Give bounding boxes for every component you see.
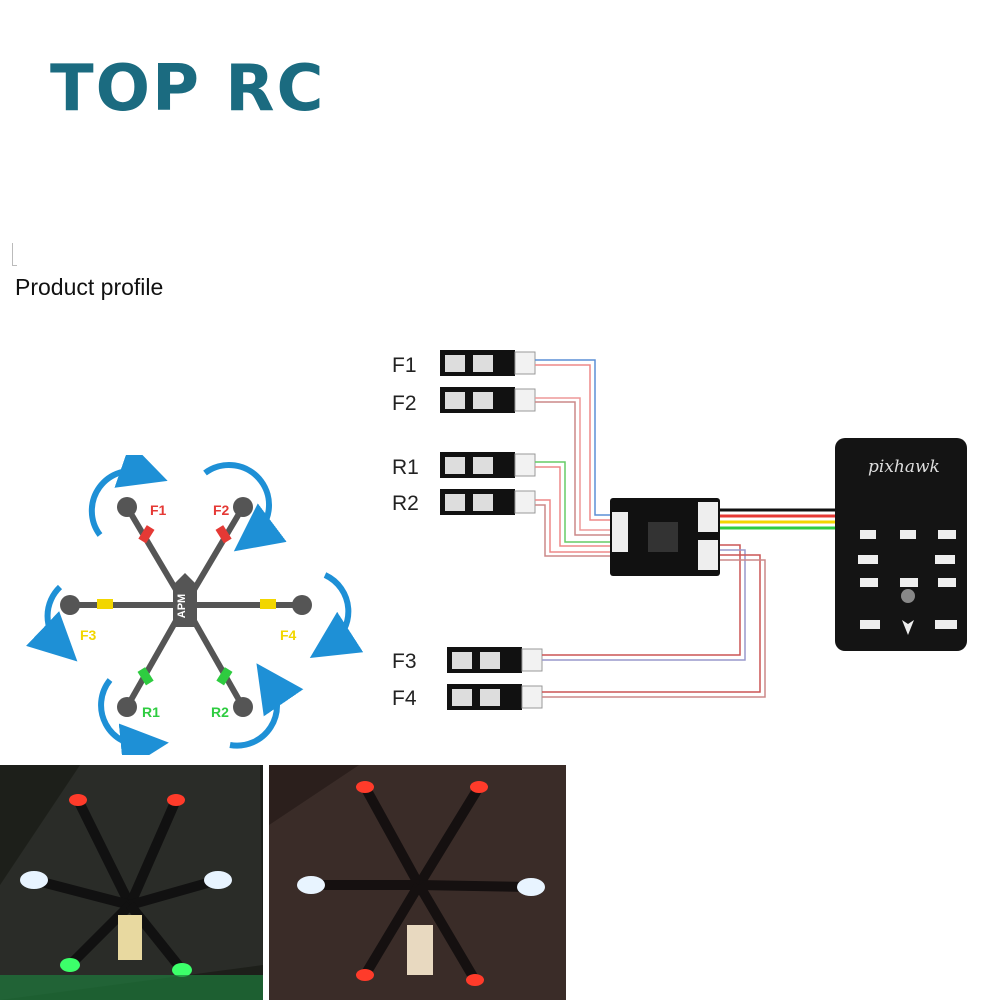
led-strip-r2 bbox=[440, 489, 536, 515]
led-strip-f2 bbox=[440, 387, 536, 413]
hexacopter-led-diagram: APM F1 F2 F3 F4 R1 R2 bbox=[26, 455, 364, 755]
photo-right-illustration bbox=[269, 765, 566, 1000]
led-r1 bbox=[137, 667, 154, 686]
brand-logo-text: TOP RC bbox=[50, 52, 326, 120]
led-f4 bbox=[260, 599, 276, 609]
photo-leds-red-white bbox=[269, 765, 566, 1000]
rotation-arrow-f3 bbox=[26, 584, 78, 662]
led-strip-f3 bbox=[447, 647, 543, 673]
rotation-arrow-f2 bbox=[203, 462, 287, 552]
arm-label-f1: F1 bbox=[150, 502, 167, 518]
led-strips bbox=[440, 350, 543, 710]
led-f1 bbox=[138, 525, 155, 544]
rotation-arrows bbox=[26, 455, 364, 755]
pixhawk-button bbox=[901, 589, 915, 603]
led-label-f4: F4 bbox=[392, 687, 417, 710]
rotation-arrow-f1 bbox=[88, 455, 168, 537]
corner-mark bbox=[12, 243, 17, 266]
board-chip bbox=[648, 522, 678, 552]
led-strip-f1 bbox=[440, 350, 536, 376]
led-label-f2: F2 bbox=[392, 392, 417, 415]
led-wires bbox=[535, 359, 766, 698]
led-r2 bbox=[216, 667, 233, 686]
pixhawk-flight-controller bbox=[835, 438, 967, 651]
led-strip-f4 bbox=[447, 684, 543, 710]
motor-mounts bbox=[60, 497, 312, 717]
pixhawk-label: pixhawk bbox=[868, 457, 940, 477]
photo-left-illustration bbox=[0, 765, 263, 1000]
rotation-arrow-r2 bbox=[229, 663, 304, 749]
photo-leds-mixed-colors bbox=[0, 765, 263, 1000]
led-label-f1: F1 bbox=[392, 354, 417, 377]
arm-label-f2: F2 bbox=[213, 502, 230, 518]
led-f2 bbox=[215, 525, 232, 544]
pixhawk-arrow bbox=[902, 620, 914, 635]
led-strip-r1 bbox=[440, 452, 536, 478]
apm-controller bbox=[173, 573, 197, 627]
led-label-r2: R2 bbox=[392, 492, 419, 515]
arm-label-f3: F3 bbox=[80, 627, 97, 643]
section-title: Product profile bbox=[15, 274, 164, 300]
arm-label-f4: F4 bbox=[280, 627, 297, 643]
pixhawk-ports bbox=[858, 530, 957, 629]
led-f3 bbox=[97, 599, 113, 609]
rotation-arrow-r1 bbox=[98, 678, 169, 755]
apm-label: APM bbox=[176, 594, 188, 618]
arm-label-r2: R2 bbox=[211, 704, 229, 720]
led-label-r1: R1 bbox=[392, 456, 419, 479]
rotation-arrow-f4 bbox=[309, 572, 364, 659]
arm-label-r1: R1 bbox=[142, 704, 160, 720]
wiring-diagram: F1 F2 R1 R2 F3 F4 bbox=[392, 350, 967, 710]
brand-logo: TOP RC bbox=[50, 52, 326, 120]
led-label-f3: F3 bbox=[392, 650, 417, 673]
